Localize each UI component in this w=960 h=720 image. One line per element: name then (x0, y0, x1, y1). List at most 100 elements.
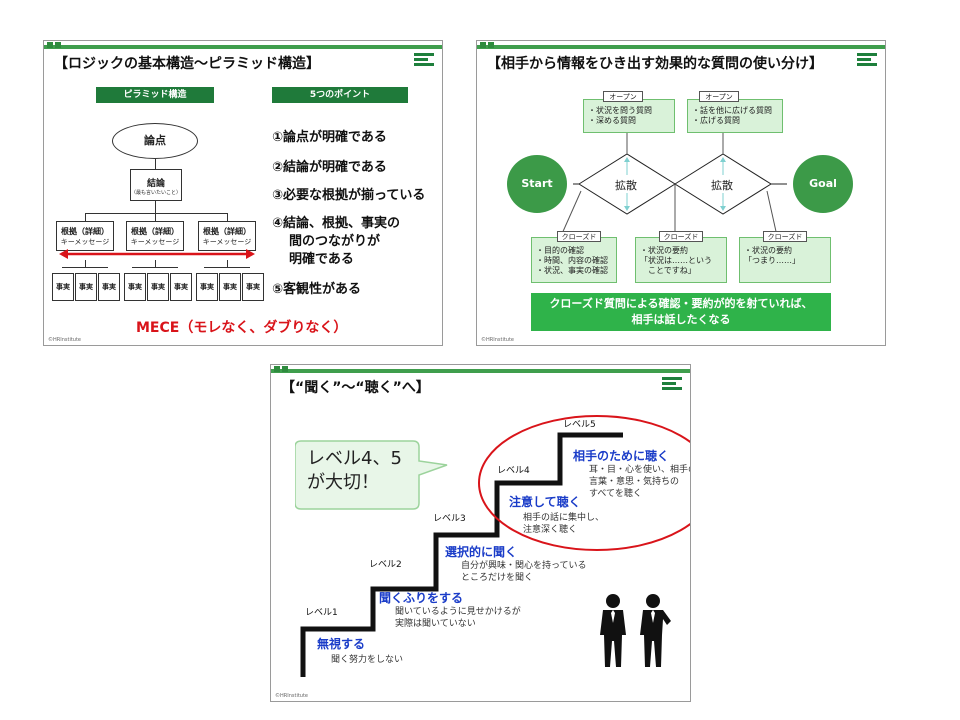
closed-item: 「状況は……という (640, 256, 712, 265)
header-bar (271, 369, 690, 373)
businessmen-icon (600, 594, 671, 667)
header-square (488, 42, 494, 48)
connector (85, 213, 227, 214)
copyright: ©HRInstitute (48, 337, 81, 343)
level-5-label: レベル5 (563, 420, 596, 430)
level-5-desc: 耳・目・心を使い、相手の (589, 465, 691, 475)
fact-node: 事実 (147, 273, 169, 301)
level-2-desc: 聞いているように見せかけるが (395, 607, 521, 617)
level-4-desc: 注意深く聴く (523, 525, 578, 535)
level-3-heading: 選択的に聞く (445, 545, 518, 559)
header-square (274, 366, 280, 372)
level-1-label: レベル1 (305, 608, 338, 618)
header-bar (44, 45, 442, 49)
ground-sub: キーメッセージ (202, 238, 252, 246)
level-3-desc: 自分が興味・関心を持っている (461, 561, 587, 571)
closed-item: ことですね」 (648, 266, 696, 275)
start-circle: Start (507, 155, 567, 213)
issue-label: 論点 (144, 134, 166, 147)
fact-node: 事実 (75, 273, 97, 301)
closed-tag: クローズド (557, 231, 601, 242)
company-logo (414, 53, 434, 69)
open-item: ・深める質問 (588, 116, 636, 125)
flow-diagram (560, 133, 787, 237)
ground-sub: キーメッセージ (130, 238, 180, 246)
fact-node: 事実 (242, 273, 264, 301)
level-1-heading: 無視する (317, 637, 366, 651)
ground-node: 根拠（詳細） キーメッセージ (126, 221, 184, 251)
ground-label: 根拠（詳細） (203, 227, 251, 236)
goal-label: Goal (809, 177, 837, 190)
start-label: Start (521, 177, 553, 190)
company-logo (662, 377, 682, 393)
ground-label: 根拠（詳細） (61, 227, 109, 236)
level-5-desc: 言葉・意思・気持ちの (589, 477, 680, 487)
ground-node: 根拠（詳細） キーメッセージ (56, 221, 114, 251)
level-4-heading: 注意して聴く (509, 495, 581, 509)
connector (85, 260, 86, 267)
level-4-desc: 相手の話に集中し、 (523, 513, 605, 523)
closed-tag: クローズド (659, 231, 703, 242)
closed-item: 「つまり……」 (744, 256, 800, 265)
connector (155, 201, 156, 213)
slide-title: 【ロジックの基本構造～ピラミッド構造】 (54, 56, 320, 72)
bubble-text: レベル4、5 が大切！ (307, 447, 402, 495)
issue-node: 論点 (112, 123, 198, 159)
fact-node: 事実 (196, 273, 218, 301)
closed-tag: クローズド (763, 231, 807, 242)
closed-question-box: ・状況の要約 「つまり……」 (739, 237, 831, 283)
slide-pyramid-structure: 【ロジックの基本構造～ピラミッド構造】 ピラミッド構造 5つのポイント 論点 結… (43, 40, 443, 346)
slide-title: 【相手から情報をひき出す効果的な質問の使い分け】 (487, 56, 823, 72)
conclusion-node: 結論 （最も言いたいこと） (130, 169, 182, 201)
closed-item: ・目的の確認 (536, 246, 584, 255)
copyright: ©HRInstitute (275, 693, 308, 699)
open-question-box: ・話を他に広げる質問 ・広げる質問 (687, 99, 783, 133)
connector (204, 267, 250, 268)
speech-bubble (295, 440, 448, 510)
connector (155, 260, 156, 267)
diverge-label: 拡散 (615, 179, 637, 192)
slide-title: 【“聞く”～“聴く”へ】 (281, 380, 430, 396)
point-1: ①論点が明確である (272, 130, 387, 145)
horizontal-arrow (59, 249, 255, 259)
banner-line-2: 相手は話したくなる (631, 313, 731, 326)
summary-banner: クローズド質問による確認・要約が的を射ていれば、 相手は話したくなる (531, 293, 831, 331)
header-square (47, 42, 53, 48)
fact-node: 事実 (98, 273, 120, 301)
diverge-label: 拡散 (711, 179, 733, 192)
level-5-desc: すべてを聴く (589, 489, 642, 499)
header-square (480, 42, 486, 48)
slide-question-types: 【相手から情報をひき出す効果的な質問の使い分け】 ・状況を問う質問 ・深める質問… (476, 40, 886, 346)
points-header: 5つのポイント (272, 87, 408, 103)
mece-footer: MECE（モレなく、ダブりなく） (136, 320, 348, 336)
closed-question-box: ・状況の要約 「状況は……という ことですね」 (635, 237, 727, 283)
connector (227, 213, 228, 221)
point-4-line3: 明確である (289, 252, 354, 267)
open-tag: オープン (699, 91, 739, 102)
closed-question-box: ・目的の確認 ・時間、内容の確認 ・状況、事実の確認 (531, 237, 617, 283)
staircase (300, 415, 690, 677)
header-square (282, 366, 288, 372)
connector (155, 159, 156, 169)
point-4: ④結論、根拠、事実の (272, 216, 401, 231)
point-3: ③必要な根拠が揃っている (272, 188, 426, 203)
bubble-line-1: レベル4、5 (307, 448, 402, 469)
fact-node: 事実 (219, 273, 241, 301)
banner-line-1: クローズド質問による確認・要約が的を射ていれば、 (549, 297, 813, 310)
level-2-heading: 聞くふりをする (379, 591, 464, 605)
connector (132, 267, 178, 268)
level-2-desc: 実際は聞いていない (395, 619, 476, 629)
header-square (55, 42, 61, 48)
copyright: ©HRInstitute (481, 337, 514, 343)
closed-item: ・状況の要約 (640, 246, 688, 255)
connector (155, 213, 156, 221)
bubble-line-2: が大切！ (307, 472, 379, 493)
closed-item: ・時間、内容の確認 (536, 256, 608, 265)
open-item: ・状況を問う質問 (588, 106, 652, 115)
ground-label: 根拠（詳細） (131, 227, 179, 236)
closed-item: ・状況、事実の確認 (536, 266, 608, 275)
conclusion-sub: （最も言いたいこと） (131, 190, 182, 196)
connector (85, 213, 86, 221)
fact-node: 事実 (170, 273, 192, 301)
level-4-label: レベル4 (497, 466, 530, 476)
